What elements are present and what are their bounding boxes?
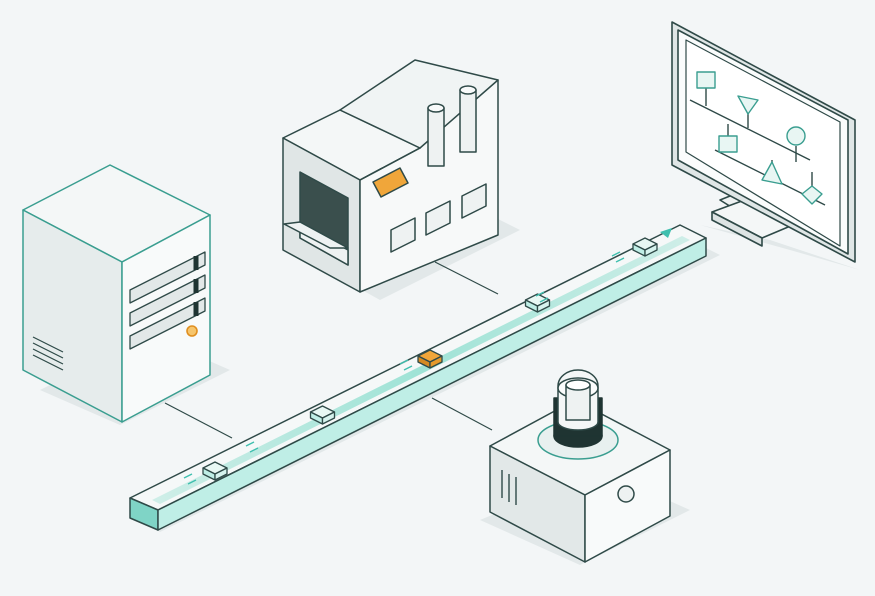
flow-node-triangle-up [761, 161, 783, 185]
drive-bays [129, 251, 206, 350]
factory-sign [372, 167, 409, 198]
packet [524, 293, 551, 313]
motion-dashes [183, 251, 625, 485]
factory-windows [390, 183, 487, 253]
flow-node-square-2 [718, 135, 738, 153]
beacon-button [617, 485, 635, 503]
flow-node-diamond [801, 185, 823, 205]
monitor-flowchart-icon [671, 21, 856, 263]
factory-icon [282, 59, 499, 293]
server-tower-icon [22, 164, 211, 423]
flow-node-square [696, 71, 716, 89]
smokestacks [427, 85, 477, 167]
flow-node-triangle-down [737, 95, 759, 115]
power-led [186, 325, 198, 337]
conveyor-belt-icon [129, 224, 707, 531]
connector-factory-belt [434, 261, 499, 295]
packet [202, 461, 228, 481]
packet [309, 405, 336, 425]
packet-group [202, 237, 658, 481]
packet-highlighted [417, 349, 443, 369]
connector-server-belt [164, 402, 233, 439]
warning-beacon-icon [489, 369, 671, 563]
flow-node-circle [786, 126, 806, 146]
direction-arrow [660, 228, 672, 238]
packet [632, 237, 658, 257]
connector-lines [164, 261, 499, 439]
flowchart-diagram [689, 71, 826, 206]
side-vents [501, 470, 517, 505]
connector-beacon-belt [431, 397, 493, 431]
vent-grille [32, 336, 64, 371]
